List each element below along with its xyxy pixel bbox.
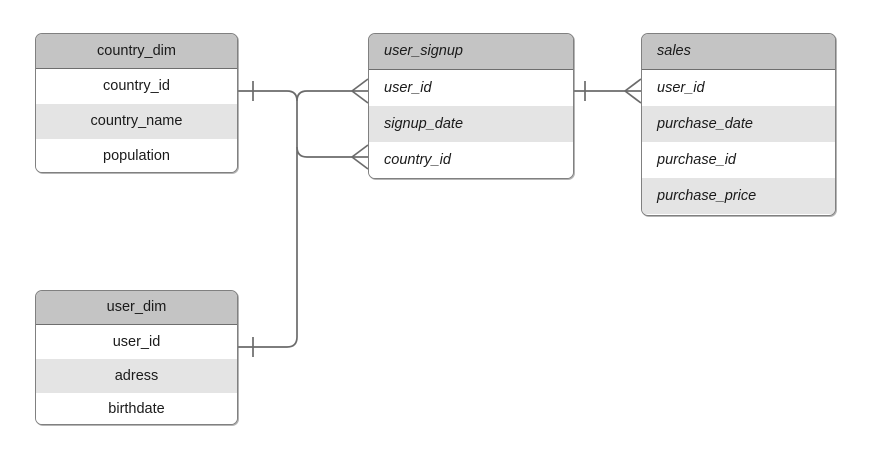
entity-user-dim-column-user-id[interactable]: user_id (36, 325, 237, 359)
entity-sales-column-purchase-date[interactable]: purchase_date (642, 106, 835, 142)
crowsfoot-user-signup-user-id (351, 78, 369, 104)
entity-user-dim-title: user_dim (36, 291, 237, 325)
entity-user-signup-title: user_signup (369, 34, 573, 70)
entity-country-dim[interactable]: country_dim country_id country_name popu… (35, 33, 238, 173)
entity-user-signup[interactable]: user_signup user_id signup_date country_… (368, 33, 574, 179)
entity-user-dim-column-birthdate[interactable]: birthdate (36, 393, 237, 424)
entity-user-dim[interactable]: user_dim user_id adress birthdate (35, 290, 238, 425)
entity-country-dim-column-population[interactable]: population (36, 139, 237, 172)
entity-user-signup-column-signup-date[interactable]: signup_date (369, 106, 573, 142)
connector-country-dim-user-signup (238, 90, 352, 158)
entity-sales[interactable]: sales user_id purchase_date purchase_id … (641, 33, 836, 216)
entity-sales-column-purchase-price[interactable]: purchase_price (642, 178, 835, 214)
entity-user-signup-column-user-id[interactable]: user_id (369, 70, 573, 106)
crowsfoot-sales-user-id (624, 78, 642, 104)
entity-sales-title: sales (642, 34, 835, 70)
entity-country-dim-title: country_dim (36, 34, 237, 69)
connector-user-dim-user-signup (238, 147, 298, 348)
entity-user-signup-column-country-id[interactable]: country_id (369, 142, 573, 178)
entity-sales-column-purchase-id[interactable]: purchase_id (642, 142, 835, 178)
entity-user-dim-column-adress[interactable]: adress (36, 359, 237, 393)
entity-country-dim-column-country-name[interactable]: country_name (36, 104, 237, 139)
crowsfoot-user-signup-country-id (351, 144, 369, 170)
entity-country-dim-column-country-id[interactable]: country_id (36, 69, 237, 104)
entity-sales-column-user-id[interactable]: user_id (642, 70, 835, 106)
